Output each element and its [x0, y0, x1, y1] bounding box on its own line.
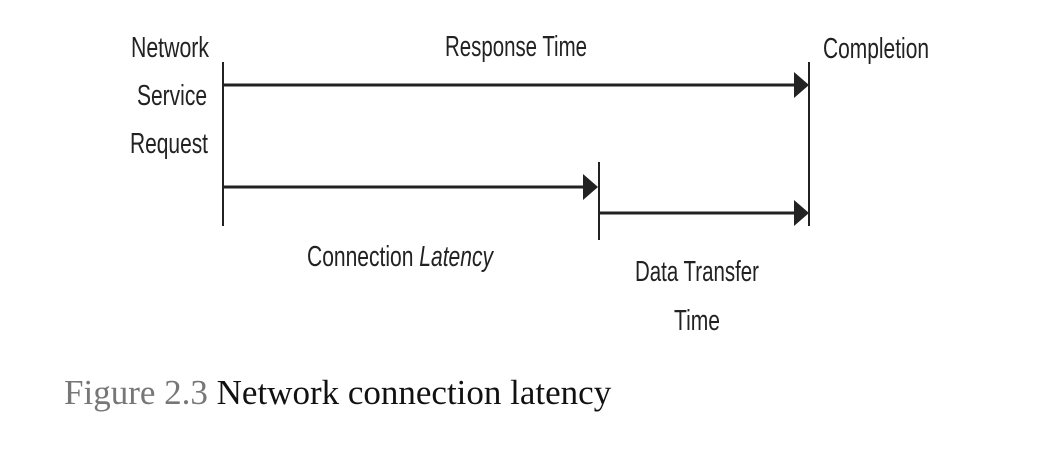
data-transfer-arrowhead [794, 200, 809, 226]
data-transfer-label-line2: Time [674, 305, 720, 337]
connection-latency-label: Connection Latency [307, 241, 494, 273]
request-label-line2: Service [137, 80, 207, 112]
request-label-line1: Network [131, 32, 209, 64]
data-transfer-label-line1: Data Transfer [635, 256, 759, 288]
connection-latency-arrowhead [583, 174, 598, 200]
response-time-label: Response Time [445, 31, 587, 63]
request-label-line3: Request [130, 128, 208, 160]
response-time-arrowhead [794, 72, 809, 98]
figure-caption: Figure 2.3 Network connection latency [64, 372, 611, 414]
figure-number: Figure 2.3 [64, 373, 208, 412]
latency-word: Latency [419, 241, 494, 273]
latency-diagram: Network Service Request Response Time Co… [130, 31, 929, 337]
completion-label: Completion [823, 33, 929, 65]
connection-word: Connection [307, 241, 419, 273]
figure-title: Network connection latency [216, 373, 612, 412]
